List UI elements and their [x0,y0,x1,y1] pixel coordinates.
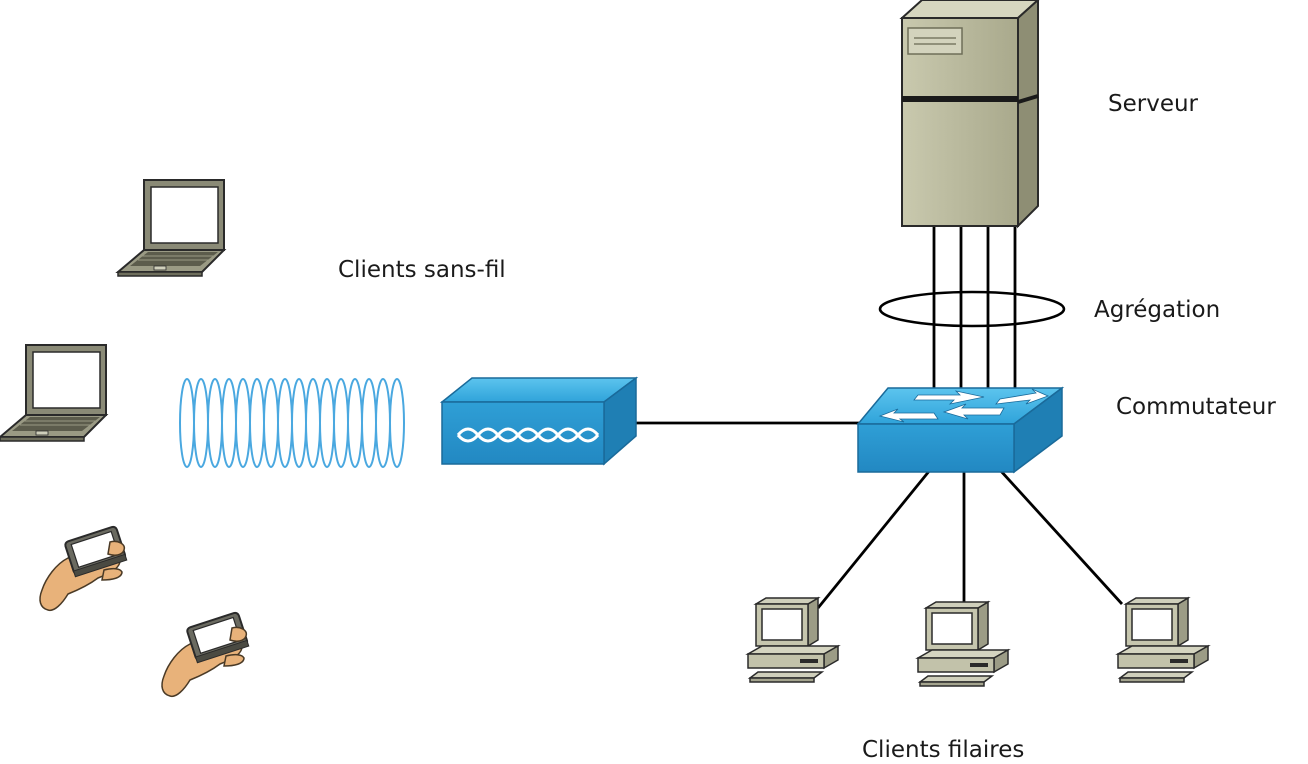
server-icon [899,0,1040,229]
radio-wave-loop [305,378,321,468]
radio-wave-loop [207,378,223,468]
radio-wave-loop [249,378,265,468]
wired-clients-label: Clients filaires [862,737,1024,763]
radio-waves-icon [179,378,405,468]
wireless-clients-label: Clients sans-fil [338,257,506,283]
radio-wave-loop [375,378,391,468]
connection-lines [636,421,1124,609]
server-label: Serveur [1108,91,1199,117]
radio-wave-loop [277,378,293,468]
desktop-computer-icon [747,597,839,683]
radio-wave-loop [291,378,307,468]
radio-wave-loop [221,378,237,468]
access-point-icon [439,376,639,466]
laptop-icon [117,179,225,277]
radio-wave-loop [361,378,377,468]
radio-wave-loop [179,378,195,468]
switch-to-desktop-3-link [998,469,1124,605]
switch-icon [856,386,1065,474]
radio-wave-loop [389,378,405,468]
radio-wave-loop [193,378,209,468]
aggregation-ellipse [878,290,1066,328]
radio-wave-loop [333,378,349,468]
desktop-computer-icon [1117,597,1209,683]
switch-label: Commutateur [1116,394,1276,420]
radio-wave-loop [347,378,363,468]
handheld-icon [39,524,128,612]
aggregated-links [932,226,1017,390]
handheld-icon [161,610,250,698]
switch-to-desktop-1-link [816,469,932,609]
aggregation-label: Agrégation [1094,297,1220,323]
desktop-computer-icon [917,601,1009,687]
radio-wave-loop [263,378,279,468]
radio-wave-loop [319,378,335,468]
radio-wave-loop [235,378,251,468]
laptop-icon [0,344,107,442]
